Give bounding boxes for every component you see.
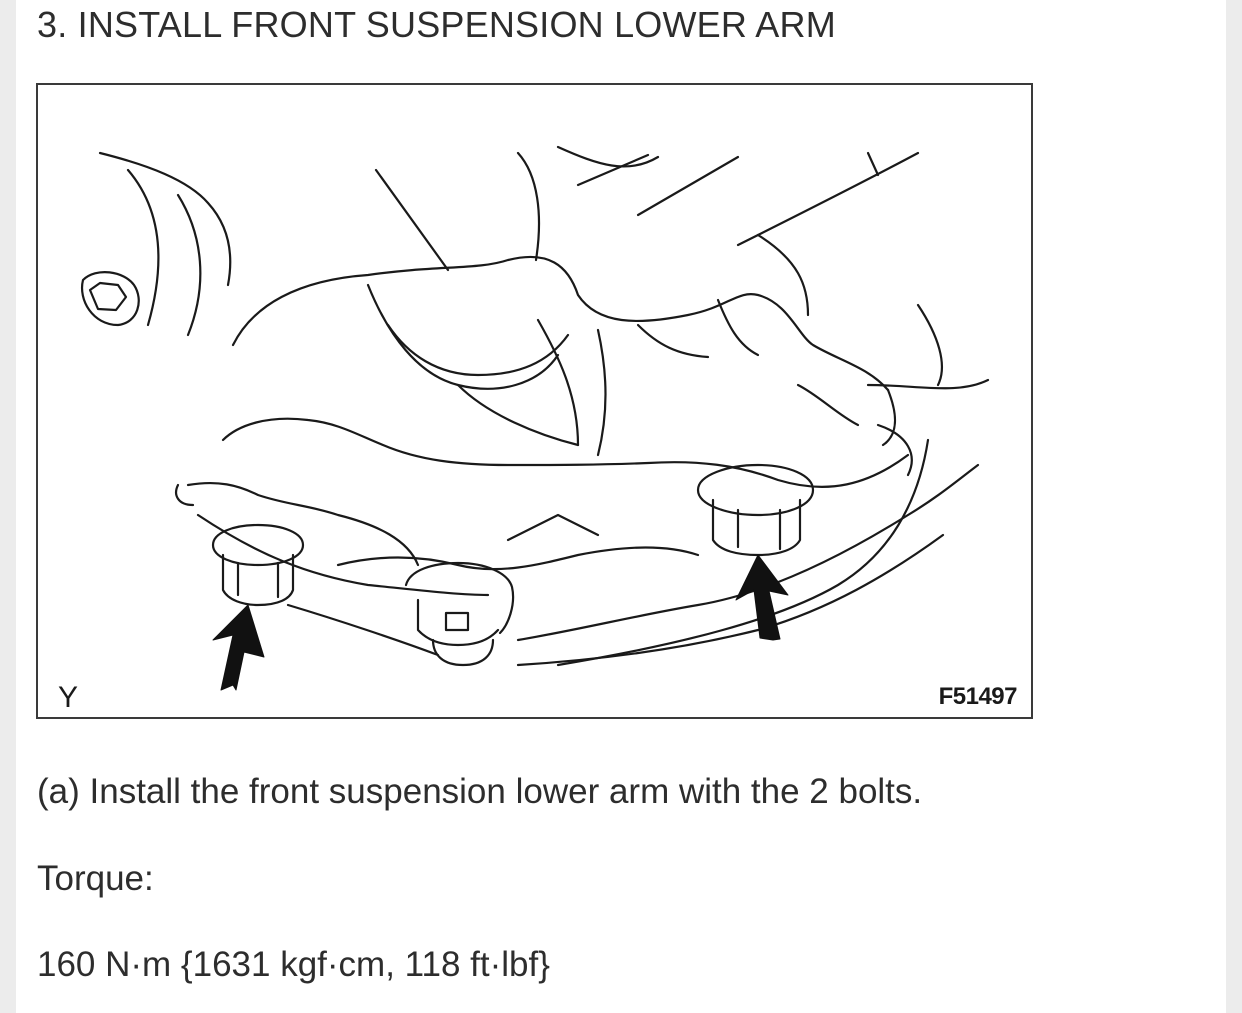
instruction-text: (a) Install the front suspension lower a… [37, 772, 923, 811]
torque-value: 160 N·m {1631 kgf·cm, 118 ft·lbf} [37, 945, 550, 984]
suspension-illustration: Y F51497 [36, 83, 1033, 719]
figure-view-label: Y [58, 681, 79, 714]
torque-label: Torque: [37, 859, 154, 898]
figure-code: F51497 [938, 683, 1018, 710]
lower-arm-line-drawing [80, 145, 990, 691]
document-page: 3. INSTALL FRONT SUSPENSION LOWER ARM [16, 0, 1226, 1013]
section-heading: 3. INSTALL FRONT SUSPENSION LOWER ARM [37, 4, 836, 45]
